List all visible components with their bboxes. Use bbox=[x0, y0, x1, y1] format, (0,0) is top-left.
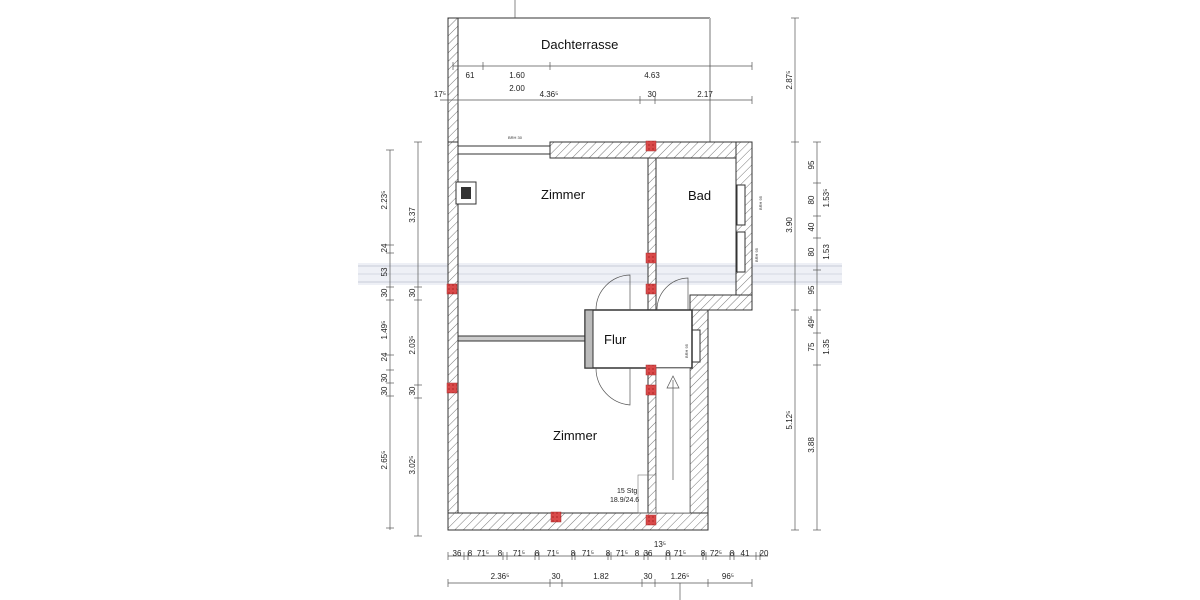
dimension-label: 30 bbox=[380, 288, 389, 297]
dimension-label: 3.90 bbox=[785, 217, 794, 233]
dimension-label: 53 bbox=[380, 267, 389, 276]
walls bbox=[447, 141, 753, 531]
dimension-label: 71⁵ bbox=[477, 549, 489, 558]
dimension-label: 96⁵ bbox=[722, 572, 734, 581]
dimension-label: 30 bbox=[644, 572, 653, 581]
dimension-label: 1.53 bbox=[822, 244, 831, 260]
dimension-label: 1.60 bbox=[509, 71, 525, 80]
dimension-label: 3.37 bbox=[408, 207, 417, 223]
dimension-label: 8 bbox=[606, 549, 611, 558]
dimension-label: 80 bbox=[807, 195, 816, 204]
pillar bbox=[645, 283, 657, 295]
room-label-terrace: Dachterrasse bbox=[541, 37, 618, 52]
staircase bbox=[637, 367, 691, 514]
dimension-label: 8 bbox=[468, 549, 473, 558]
dimension-label: 24 bbox=[380, 243, 389, 252]
dimension-label: 2.03⁵ bbox=[408, 336, 417, 355]
dimension-label: 30 bbox=[408, 386, 417, 395]
pillar bbox=[645, 252, 657, 264]
dimension-label: 1.53⁵ bbox=[822, 189, 831, 208]
room-label-room-bottom: Zimmer bbox=[553, 428, 598, 443]
dimension-label: 8 bbox=[730, 549, 735, 558]
dimension-label: 3.88 bbox=[807, 437, 816, 453]
dimension-label: 41 bbox=[741, 549, 750, 558]
dimension-label: 2.23⁵ bbox=[380, 191, 389, 210]
dimension-label: 3.02⁵ bbox=[408, 456, 417, 475]
brh-label-top: BRH 30 bbox=[508, 135, 523, 140]
dimension-label: 36 bbox=[453, 549, 462, 558]
dimension-lines: 61 1.60 4.63 2.00 4.36⁵ 17⁵ 30 2.17 2.23⁵ 24 53 30 1… bbox=[380, 17, 831, 600]
pillar bbox=[446, 283, 458, 295]
terrace bbox=[447, 0, 711, 143]
pillar bbox=[446, 382, 458, 394]
dimension-label: 95 bbox=[807, 160, 816, 169]
dimension-label: 4.36⁵ bbox=[540, 90, 559, 99]
dimension-label: 80 bbox=[807, 247, 816, 256]
window-bath-1 bbox=[736, 184, 746, 226]
dimension-label: 1.49⁵ bbox=[380, 321, 389, 340]
dimension-label: 8 bbox=[701, 549, 706, 558]
pillar bbox=[645, 364, 657, 376]
pillar bbox=[645, 140, 657, 152]
dimension-label: 30 bbox=[380, 386, 389, 395]
dimension-label: 5.12⁵ bbox=[785, 411, 794, 430]
dimension-label: 71⁵ bbox=[513, 549, 525, 558]
dimension-label: 36 bbox=[644, 549, 653, 558]
brh-label-hall: BRH 95 bbox=[684, 343, 689, 358]
dimension-label: 8 bbox=[635, 549, 640, 558]
labels: Dachterrasse Zimmer Bad Flur Zimmer BRH … bbox=[508, 37, 763, 504]
dimension-label: 1.82 bbox=[593, 572, 609, 581]
dimension-label: 49⁵ bbox=[807, 316, 816, 328]
room-label-room-top: Zimmer bbox=[541, 187, 586, 202]
dimension-label: 30 bbox=[648, 90, 657, 99]
dimension-label: 8 bbox=[535, 549, 540, 558]
dimension-label: 2.87⁵ bbox=[785, 71, 794, 90]
pillars bbox=[446, 140, 657, 526]
dimension-label: 2.00 bbox=[509, 84, 525, 93]
dimension-label: 61 bbox=[466, 71, 475, 80]
dimension-label: 71⁵ bbox=[547, 549, 559, 558]
dimension-label: 2.36⁵ bbox=[491, 572, 510, 581]
pillar bbox=[645, 514, 657, 526]
dimension-label: 20 bbox=[760, 549, 769, 558]
dimension-label: 30 bbox=[552, 572, 561, 581]
dimension-label: 17⁵ bbox=[434, 90, 446, 99]
window-bath-2 bbox=[736, 231, 746, 273]
dimension-label: 71⁵ bbox=[616, 549, 628, 558]
room-label-bath: Bad bbox=[688, 188, 711, 203]
dimension-label: 30 bbox=[380, 373, 389, 382]
dimension-label: 8 bbox=[666, 549, 671, 558]
window-hall bbox=[691, 329, 701, 363]
dimension-label: 95 bbox=[807, 285, 816, 294]
dimension-label: 1.35 bbox=[822, 339, 831, 355]
dimension-label: 4.63 bbox=[644, 71, 660, 80]
dimension-label: 71⁵ bbox=[674, 549, 686, 558]
dimension-label: 13⁵ bbox=[654, 540, 666, 549]
dimension-label: 75 bbox=[807, 342, 816, 351]
window-top bbox=[457, 145, 551, 155]
pillar bbox=[550, 511, 562, 523]
dimension-label: 30 bbox=[408, 288, 417, 297]
dimension-label: 8 bbox=[498, 549, 503, 558]
dimension-label: 71⁵ bbox=[582, 549, 594, 558]
dimension-label: 1.26⁵ bbox=[671, 572, 690, 581]
dimension-label: 72⁵ bbox=[710, 549, 722, 558]
pillar bbox=[645, 384, 657, 396]
brh-label-bath-1: BRH 95 bbox=[758, 195, 763, 210]
dimension-label: 24 bbox=[380, 352, 389, 361]
doors bbox=[595, 274, 689, 406]
room-label-hall: Flur bbox=[604, 332, 627, 347]
dimension-label: 40 bbox=[807, 222, 816, 231]
scan-artifact-band bbox=[358, 263, 842, 285]
dimension-label: 2.17 bbox=[697, 90, 713, 99]
stairs-count: 15 Stg bbox=[617, 488, 637, 495]
stairs-ratio: 18.9/24.6 bbox=[610, 497, 639, 504]
dimension-label: 2.65⁵ bbox=[380, 451, 389, 470]
brh-label-bath-2: BRH 95 bbox=[754, 247, 759, 262]
dimension-label: 8 bbox=[571, 549, 576, 558]
